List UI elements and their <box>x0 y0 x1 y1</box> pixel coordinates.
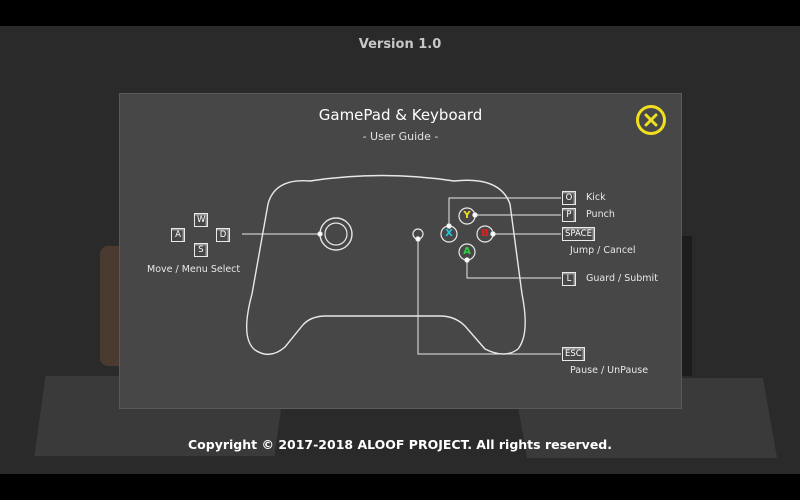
key-space: SPACE <box>562 227 595 241</box>
face-button-y: Y <box>463 210 471 221</box>
face-button-b: B <box>481 228 489 239</box>
guide-subtitle: - User Guide - <box>362 130 439 143</box>
gamepad-outline <box>246 174 526 355</box>
face-button-x: X <box>445 228 453 239</box>
close-button[interactable] <box>636 105 666 135</box>
key-a: A <box>171 228 185 242</box>
jump-cancel-label: Jump / Cancel <box>570 245 636 256</box>
user-guide-panel: GamePad & Keyboard - User Guide - <box>119 93 682 409</box>
pause-label: Pause / UnPause <box>570 365 649 376</box>
copyright-text: Copyright © 2017-2018 ALOOF PROJECT. All… <box>188 437 612 452</box>
close-icon <box>644 113 658 127</box>
controller-diagram <box>242 174 561 355</box>
guard-submit-label: Guard / Submit <box>586 273 658 284</box>
move-label: Move / Menu Select <box>147 264 241 275</box>
kick-label: Kick <box>586 192 606 203</box>
key-d: D <box>216 228 230 242</box>
key-p: P <box>562 208 576 222</box>
key-esc: ESC <box>562 347 585 361</box>
key-o: O <box>562 191 576 205</box>
key-l: L <box>562 272 576 286</box>
punch-label: Punch <box>586 209 615 220</box>
key-s: S <box>194 243 208 257</box>
face-button-a: A <box>463 246 471 257</box>
key-w: W <box>194 213 209 227</box>
guide-title: GamePad & Keyboard <box>318 106 483 124</box>
version-label: Version 1.0 <box>358 37 442 52</box>
